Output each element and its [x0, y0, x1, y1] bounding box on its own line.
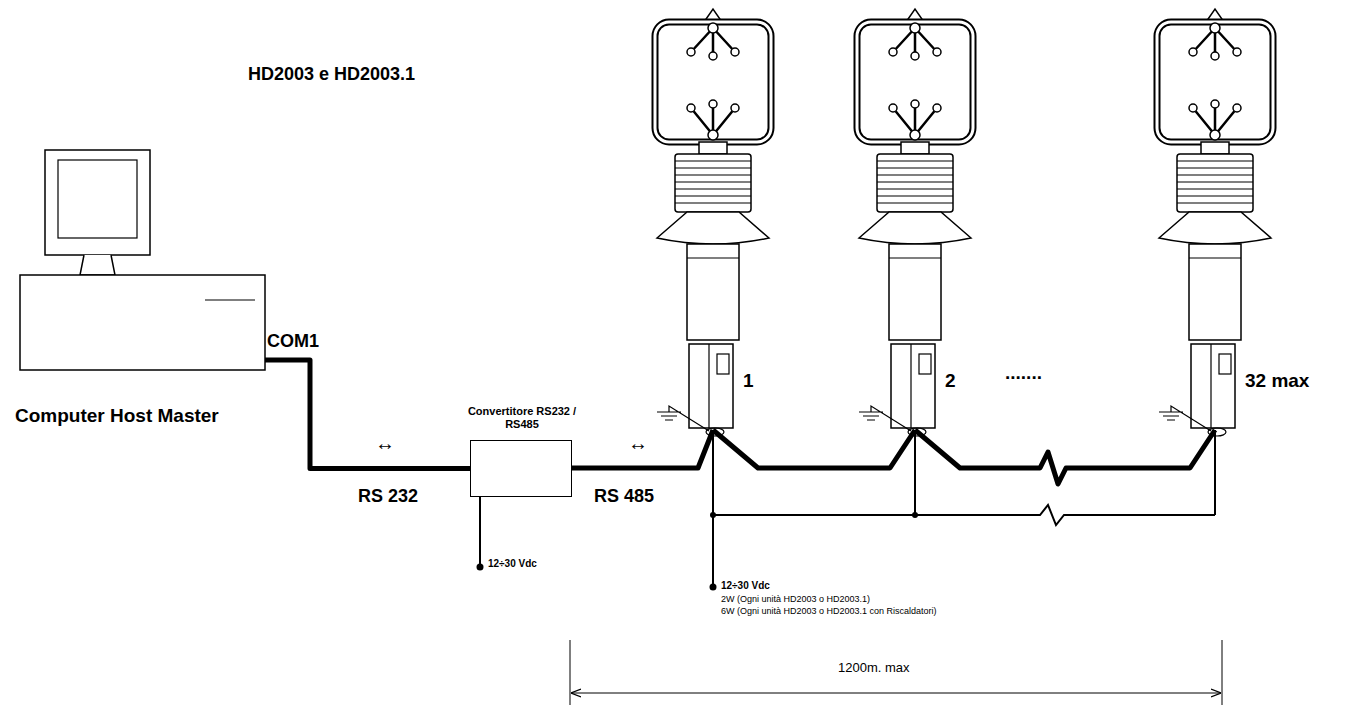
bus-name: RS 232	[356, 486, 420, 507]
unit-number: 1	[743, 370, 754, 392]
power-note: 6W (Ogni unità HD2003 o HD2003.1 con Ris…	[721, 606, 937, 616]
signal-cable	[265, 360, 470, 469]
bus-name: RS 485	[592, 486, 656, 507]
direction-symbol: ↔	[628, 432, 648, 455]
computer-case	[20, 275, 265, 370]
computer-label: Computer Host Master	[15, 405, 219, 427]
dimension-tick	[570, 640, 1222, 705]
supply-voltage: 12÷30 Vdc	[721, 580, 770, 592]
converter-label: Convertitore RS232 / RS485	[467, 405, 577, 430]
dimension-line	[571, 693, 1221, 694]
ellipsis: .......	[1005, 362, 1042, 384]
dimension-label: 1200m. max	[838, 661, 910, 676]
supply-voltage: 12÷30 Vdc	[488, 558, 537, 570]
sensor-unit: 1	[648, 8, 778, 430]
computer: Computer Host Master	[20, 150, 265, 370]
unit-number: 32 max	[1245, 370, 1309, 392]
monitor	[45, 150, 150, 255]
unit-number: 2	[945, 370, 956, 392]
sensor-unit: 32 max	[1150, 8, 1280, 430]
junction-dot	[912, 512, 918, 518]
screen	[58, 160, 137, 238]
drive-slot	[205, 299, 255, 300]
converter-box: Convertitore RS232 / RS485	[470, 440, 572, 497]
anemometer-sensor	[857, 9, 973, 436]
power-terminal	[477, 564, 484, 571]
power-note: 2W (Ogni unità HD2003 o HD2003.1)	[721, 594, 870, 604]
direction-symbol: ↔	[375, 432, 395, 455]
anemometer-sensor	[655, 9, 771, 436]
power-wire	[479, 497, 481, 567]
diagram-title: HD2003 e HD2003.1	[248, 64, 415, 85]
port-name: COM1	[267, 331, 319, 352]
signal-cable	[713, 430, 915, 468]
junction-dot	[710, 512, 716, 518]
signal-cable	[572, 430, 713, 468]
power-terminal	[710, 584, 717, 591]
sensor-unit: 2	[850, 8, 980, 430]
signal-cable	[915, 430, 1215, 484]
monitor-stand	[80, 255, 115, 275]
power-wire	[713, 430, 1215, 587]
power-bus	[713, 505, 1215, 525]
